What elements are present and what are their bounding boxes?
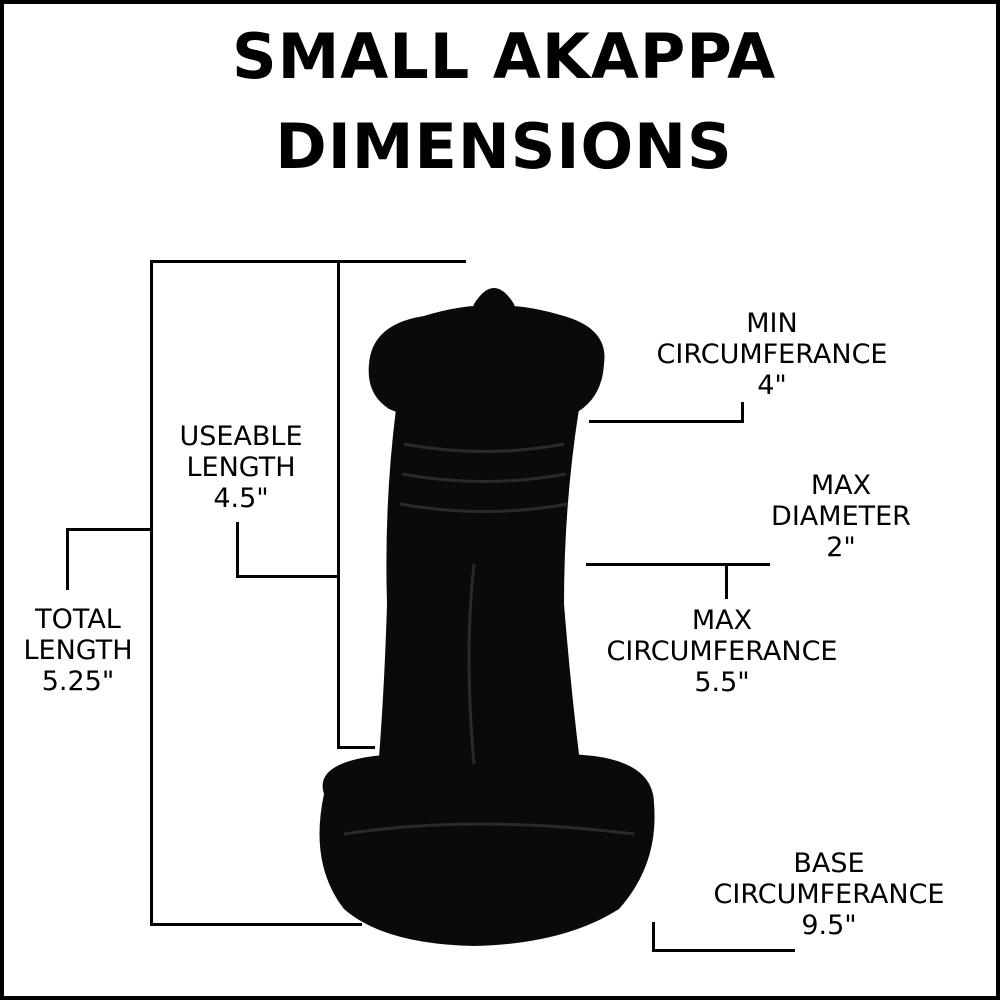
product-shaft (376, 409, 584, 794)
label-line: CIRCUMFERANCE (713, 879, 945, 910)
max-diameter-label: MAX DIAMETER 2" (771, 470, 911, 563)
label-line: 4" (757, 370, 787, 401)
min-circumference-tick (741, 402, 744, 422)
label-line: DIAMETER (771, 501, 911, 532)
label-line: TOTAL (35, 604, 121, 635)
total-length-leader (66, 528, 152, 531)
label-line: 9.5" (801, 910, 857, 941)
min-circumference-line (589, 420, 744, 423)
label-line: CIRCUMFERANCE (606, 636, 838, 667)
label-line: MAX (810, 470, 872, 501)
useable-length-bracket (337, 260, 340, 749)
label-line: USEABLE (179, 421, 303, 452)
min-circumference-label: MIN CIRCUMFERANCE 4" (657, 308, 888, 401)
label-line: 2" (826, 532, 856, 563)
base-circumference-line (652, 949, 795, 952)
total-length-top-line (150, 260, 466, 263)
label-line: 5.5" (694, 667, 750, 698)
label-line: LENGTH (23, 635, 133, 666)
total-length-bracket (150, 260, 153, 926)
label-line: MAX (691, 605, 753, 636)
product-silhouette (319, 288, 655, 946)
label-line: CIRCUMFERANCE (656, 339, 888, 370)
label-line: BASE (793, 848, 865, 879)
base-circumference-tick (652, 922, 655, 952)
useable-length-leader (236, 575, 339, 578)
label-line: LENGTH (186, 452, 296, 483)
total-length-label: TOTAL LENGTH 5.25" (23, 604, 132, 697)
title-line-1: SMALL AKAPPA (231, 20, 777, 93)
useable-length-leader-rise (236, 522, 239, 577)
product-base (319, 750, 655, 946)
label-line: MIN (746, 308, 798, 339)
max-circumference-label: MAX CIRCUMFERANCE 5.5" (607, 605, 838, 698)
max-diameter-line (586, 563, 770, 566)
label-line: 5.25" (41, 666, 115, 697)
useable-length-bottom-line (337, 746, 375, 749)
useable-length-label: USEABLE LENGTH 4.5" (179, 421, 302, 514)
label-line: 4.5" (213, 483, 269, 514)
title-line-2: DIMENSIONS (275, 110, 733, 183)
base-circumference-label: BASE CIRCUMFERANCE 9.5" (714, 848, 945, 941)
max-circumference-tick (725, 563, 728, 599)
product-head (368, 305, 605, 424)
total-length-leader-drop (66, 528, 69, 590)
total-length-bottom-line (150, 923, 362, 926)
